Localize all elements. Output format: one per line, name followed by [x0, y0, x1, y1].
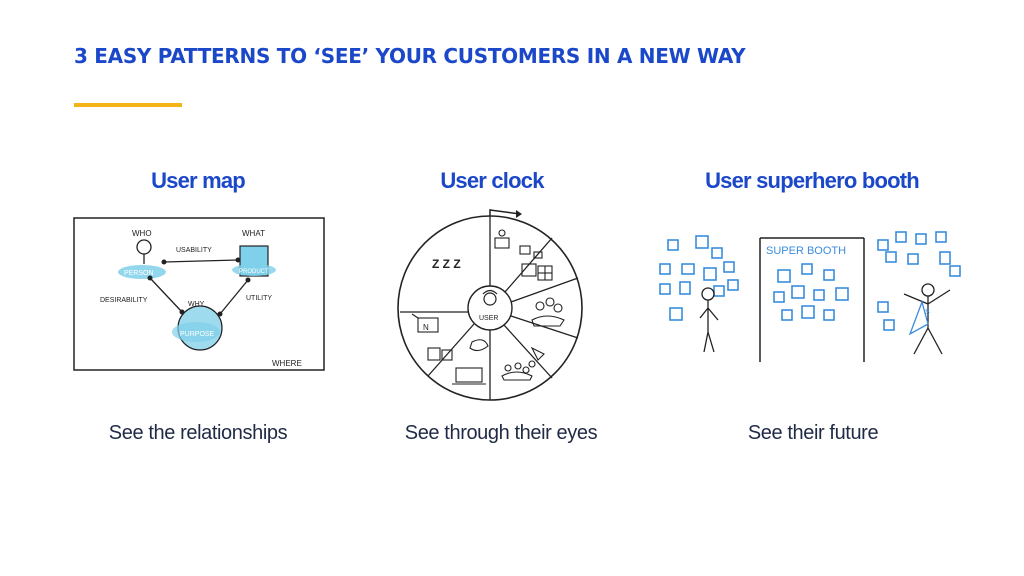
- person-label: PERSON: [124, 270, 154, 277]
- superhero-booth-sketch: SUPER BOOTH S: [659, 231, 961, 362]
- accent-underline: [74, 103, 182, 107]
- where-label: WHERE: [272, 359, 302, 368]
- person-figure-icon: [136, 239, 152, 264]
- usability-label: USABILITY: [176, 247, 212, 254]
- pattern-column-user-map: User map: [48, 168, 348, 194]
- person-figure-left-icon: [699, 287, 719, 353]
- sticky-notes-booth: [773, 263, 849, 321]
- user-map-sketch: WHO WHAT PERSON PRODUCT PURPOSE USABILIT…: [73, 217, 325, 371]
- clock-center-label: USER: [479, 315, 498, 322]
- utility-label: UTILITY: [246, 295, 272, 302]
- pattern-column-superhero-booth: User superhero booth: [662, 168, 962, 194]
- pattern-caption: See through their eyes: [404, 422, 598, 444]
- product-label: PRODUCT: [239, 269, 269, 275]
- booth-frame: [759, 237, 865, 362]
- superhero-figure-icon: [903, 283, 951, 355]
- who-label: WHO: [132, 229, 152, 238]
- superhero-emblem: S: [925, 309, 930, 316]
- segment-doodles: [411, 229, 565, 385]
- why-label: WHY: [188, 301, 205, 308]
- pattern-heading: User superhero booth: [705, 168, 920, 193]
- pattern-column-user-clock: User clock: [342, 168, 642, 194]
- booth-label: SUPER BOOTH: [766, 245, 846, 257]
- sticky-notes-right: [877, 231, 961, 331]
- pattern-caption: See their future: [747, 422, 879, 444]
- what-label: WHAT: [242, 229, 265, 238]
- clock-wheel: [397, 215, 583, 401]
- pattern-caption: See the relationships: [108, 422, 288, 444]
- sign-label: N: [423, 323, 429, 332]
- user-face-icon: [482, 289, 498, 306]
- clock-hand-arrow-icon: [489, 209, 521, 216]
- slide-title: 3 EASY PATTERNS TO ‘SEE’ YOUR CUSTOMERS …: [74, 44, 746, 68]
- sleep-label: Z Z Z: [432, 257, 461, 271]
- desirability-label: DESIRABILITY: [100, 297, 148, 304]
- purpose-label: PURPOSE: [180, 331, 215, 338]
- pattern-heading: User clock: [440, 168, 544, 193]
- user-clock-sketch: USER Z Z Z N: [397, 209, 583, 401]
- pattern-heading: User map: [151, 168, 246, 193]
- sticky-notes-left: [659, 235, 739, 321]
